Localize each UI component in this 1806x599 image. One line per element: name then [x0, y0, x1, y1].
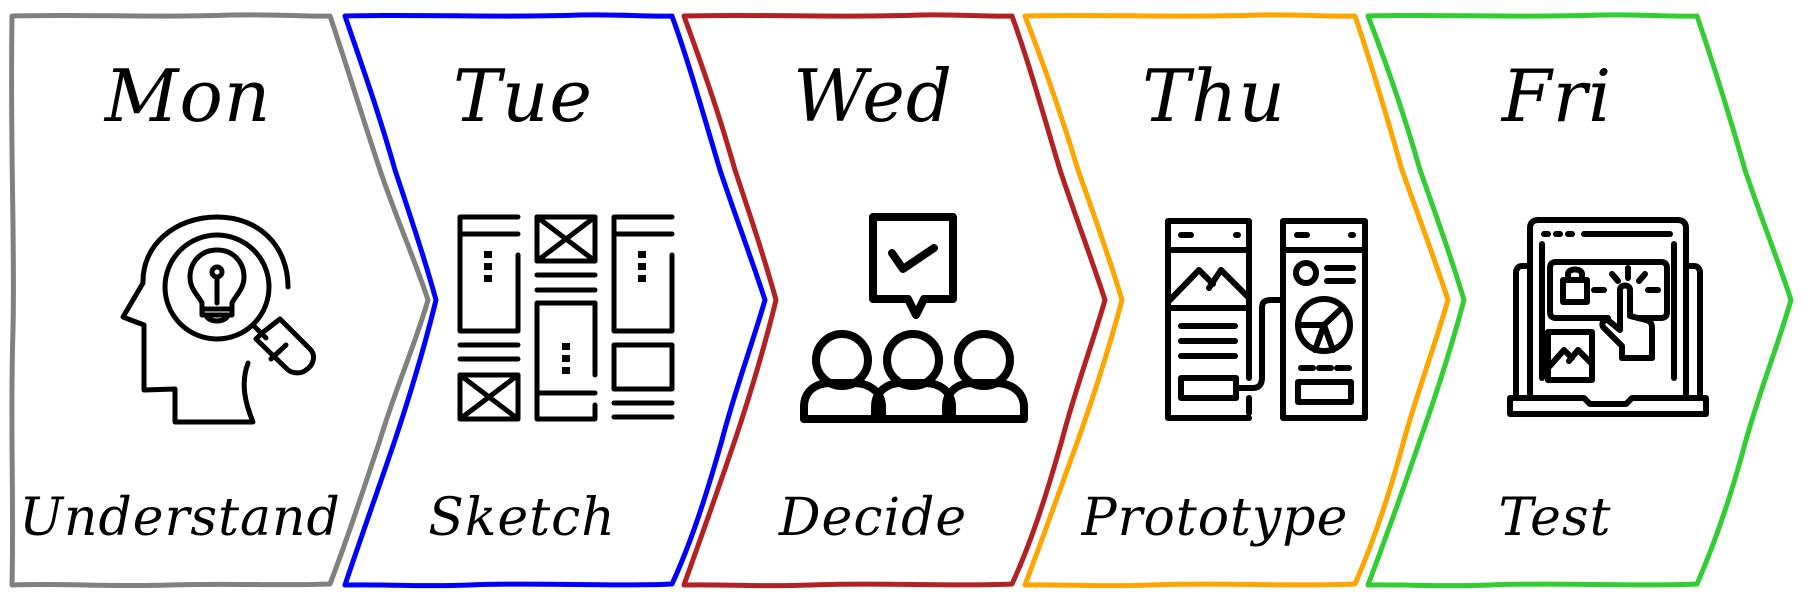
head-lightbulb-magnifier-icon [120, 214, 316, 425]
day-label-tue: Tue [452, 54, 594, 138]
day-label-fri: Fri [1501, 54, 1613, 138]
phase-label-test: Test [1498, 488, 1612, 548]
app-prototype-screens-icon [1165, 218, 1368, 421]
day-label-wed: Wed [793, 54, 953, 138]
phase-label-decide: Decide [778, 488, 968, 548]
phase-label-sketch: Sketch [428, 488, 616, 548]
wireframe-sketch-icon [457, 214, 676, 422]
laptop-touch-test-icon [1507, 217, 1709, 418]
day-label-thu: Thu [1142, 54, 1286, 138]
group-vote-checkmark-icon [800, 213, 1028, 423]
phase-label-understand: Understand [19, 488, 341, 548]
day-label-mon: Mon [104, 54, 272, 138]
phase-label-prototype: Prototype [1081, 488, 1349, 548]
